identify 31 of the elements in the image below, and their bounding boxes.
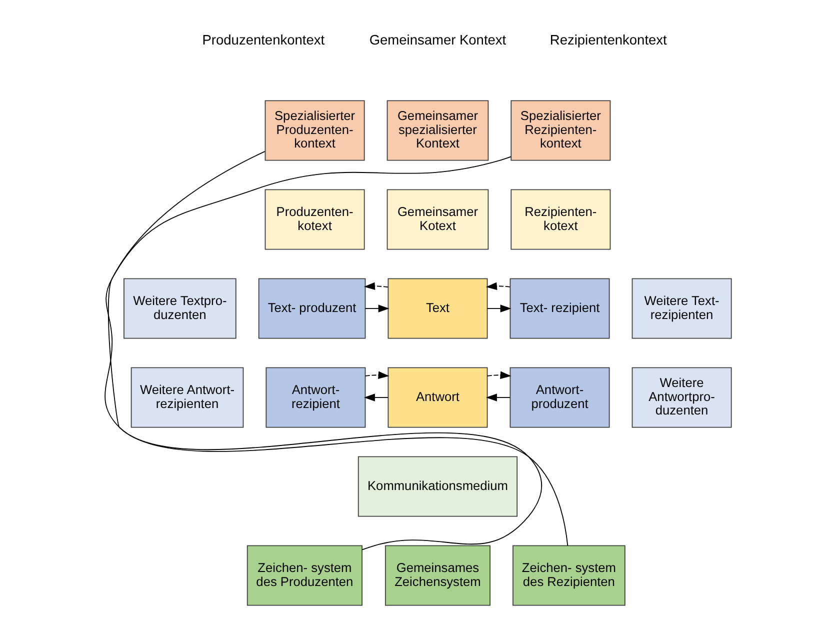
arrow	[364, 394, 388, 402]
node-box: Weitere Textpro- duzenten	[124, 278, 236, 339]
node-box: Weitere Antwortpro- duzenten	[632, 367, 732, 428]
arrow	[486, 282, 510, 290]
node-box: Kommunikationsmedium	[358, 456, 518, 517]
node-box: Text- rezipient	[510, 278, 610, 339]
node-box: Text	[388, 278, 488, 339]
node-box: Antwort	[388, 367, 488, 428]
node-box: Antwort- rezipient	[266, 367, 366, 428]
label: Gemeinsamer Kontext	[369, 32, 506, 48]
arrow	[364, 282, 388, 290]
node-box: Text- produzent	[258, 278, 366, 339]
arrow	[486, 304, 512, 312]
node-box: Spezialisierter Rezipienten- kontext	[510, 100, 611, 161]
arrow	[364, 371, 390, 379]
node-box: Antwort- produzent	[510, 367, 610, 428]
node-box: Zeichen- system des Produzenten	[246, 545, 362, 606]
node-box: Gemeinsamer spezialisierter Kontext	[386, 100, 489, 161]
node-box: Produzenten- kotext	[264, 189, 365, 250]
node-box: Zeichen- system des Rezipienten	[512, 545, 626, 606]
arrow	[486, 394, 510, 402]
arrow	[364, 304, 390, 312]
label: Produzentenkontext	[202, 32, 325, 48]
node-box: Gemeinsamer Kotext	[386, 189, 489, 250]
node-box: Weitere Antwort- rezipienten	[130, 367, 244, 428]
arrow	[486, 371, 512, 379]
node-box: Rezipienten- kotext	[510, 189, 611, 250]
node-box: Spezialisierter Produzenten- kontext	[264, 100, 365, 161]
node-box: Gemeinsames Zeichensystem	[384, 545, 490, 606]
label: Rezipientenkontext	[550, 32, 667, 48]
node-box: Weitere Text- rezipienten	[632, 278, 732, 339]
